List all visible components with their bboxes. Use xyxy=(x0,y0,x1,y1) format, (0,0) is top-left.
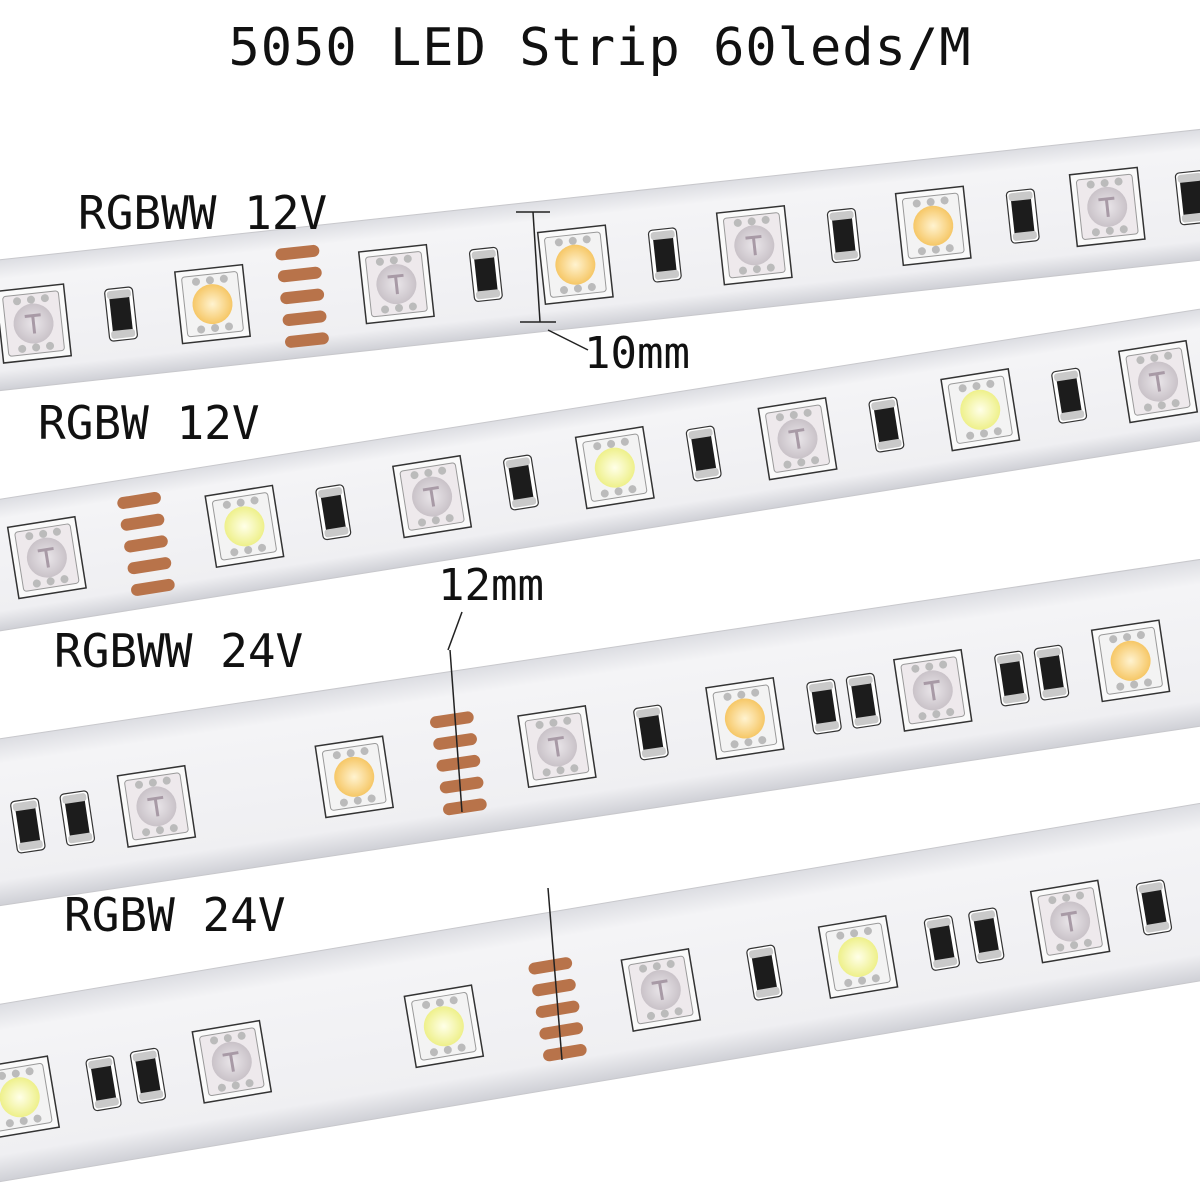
dimension-label-10mm: 10mm xyxy=(584,328,690,379)
strip-rgbw-24v xyxy=(0,796,1200,1185)
strip-rgbww-24v xyxy=(0,552,1200,910)
strip-rgbw-12v xyxy=(0,301,1200,635)
page-title: 5050 LED Strip 60leds/M xyxy=(228,18,972,78)
dimension-marker-12mm xyxy=(447,611,563,1061)
strip-label-rgbww-24v: RGBWW 24V xyxy=(54,624,304,678)
strip-label-rgbww-12v: RGBWW 12V xyxy=(78,186,328,240)
strip-label-rgbw-24v: RGBW 24V xyxy=(64,888,286,942)
strip-rgbww-12v xyxy=(0,123,1200,395)
dimension-marker-10mm xyxy=(516,211,589,351)
strip-label-rgbw-12v: RGBW 12V xyxy=(38,396,260,450)
dimension-label-12mm: 12mm xyxy=(438,560,544,611)
